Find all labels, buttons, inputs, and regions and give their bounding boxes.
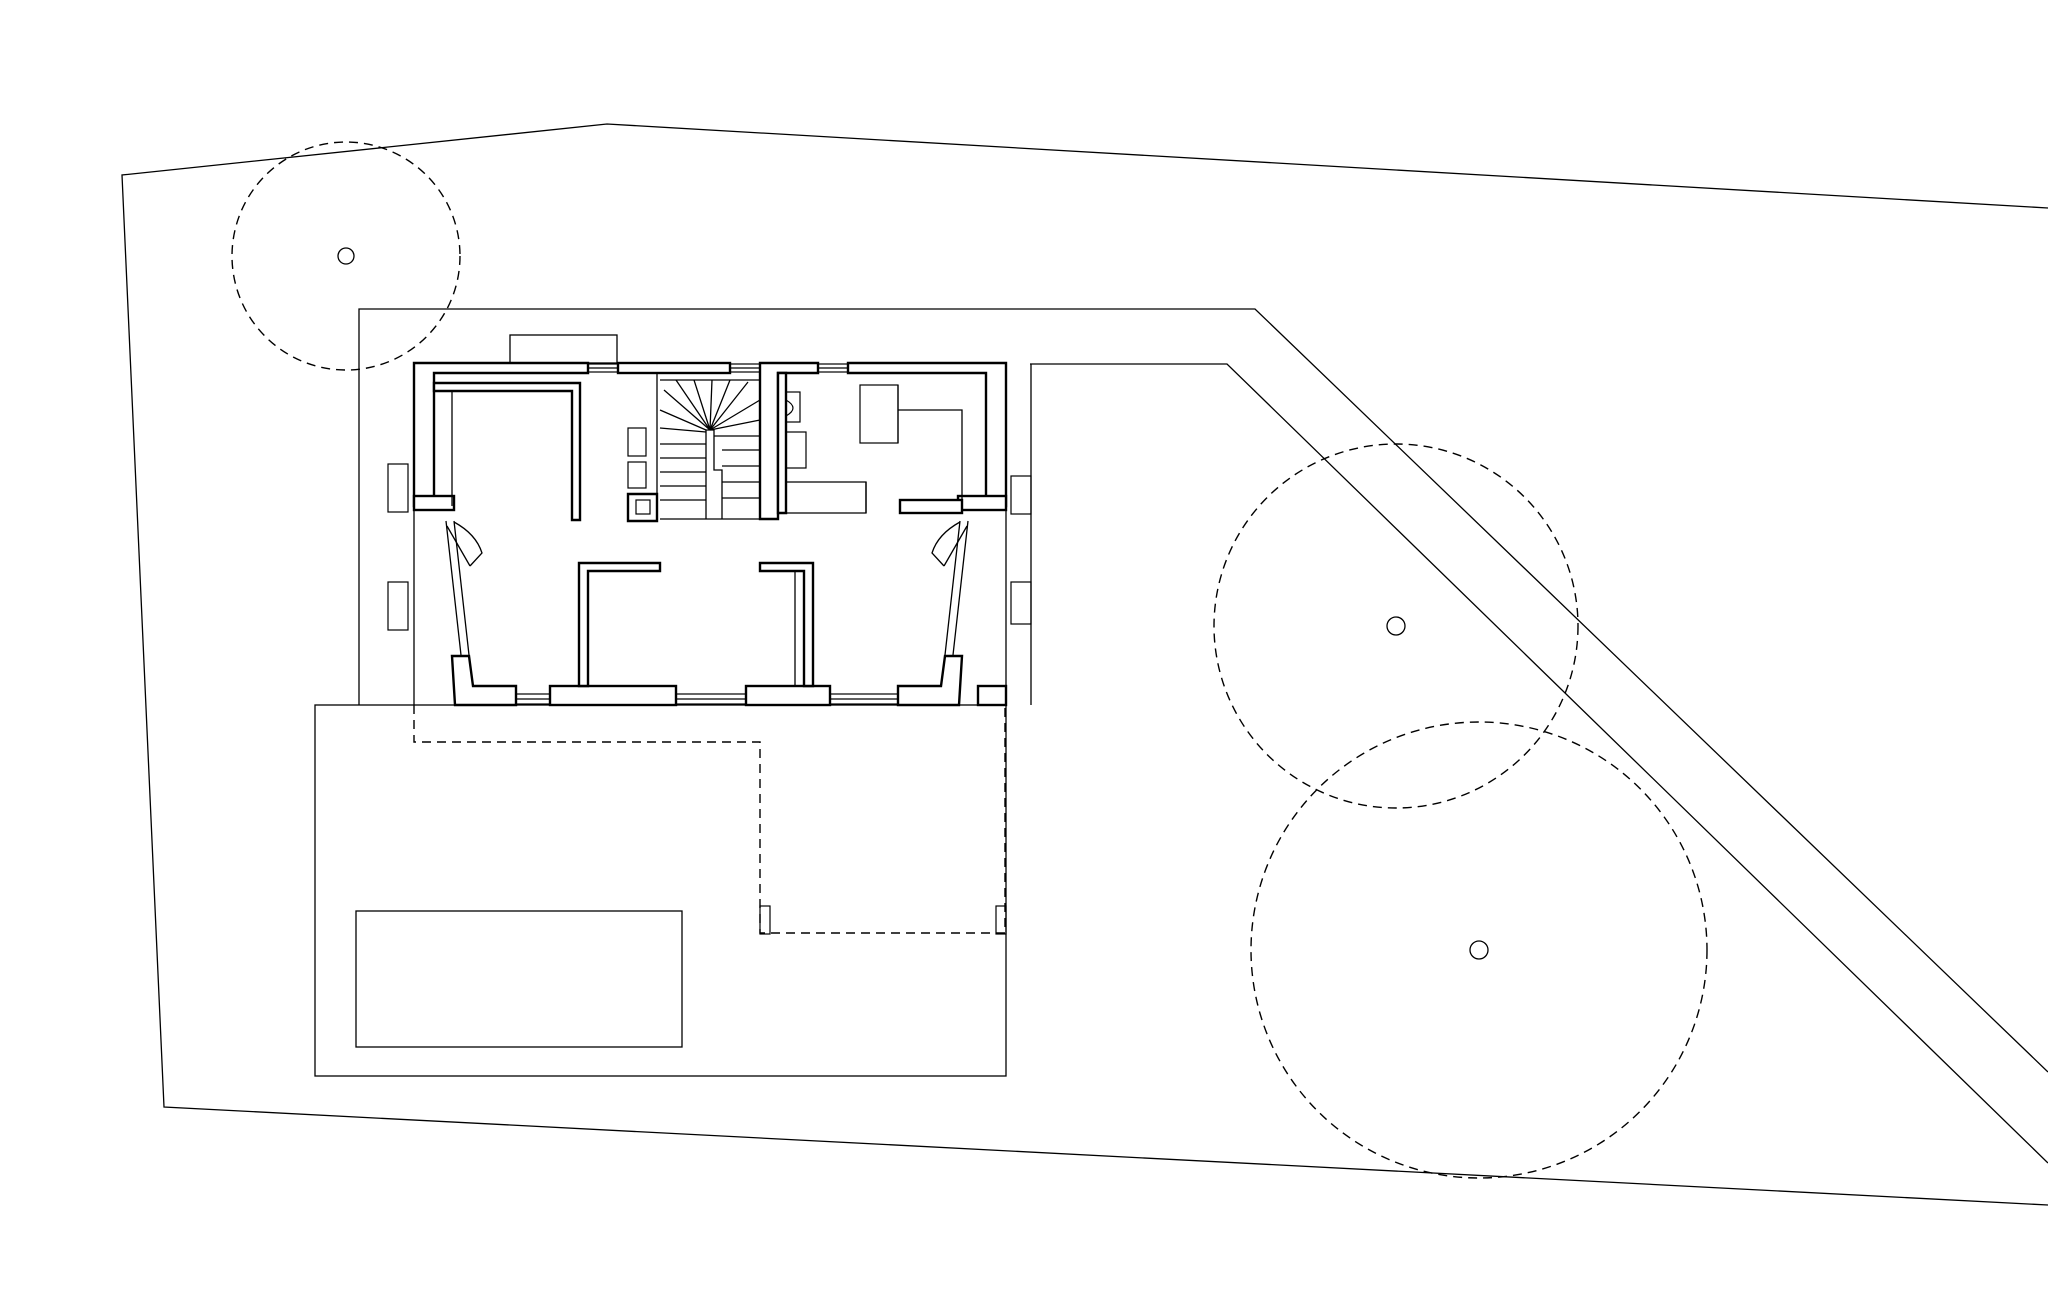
living-wall-east <box>758 561 815 688</box>
tree-canopy <box>231 141 461 371</box>
bedroom-west-partition <box>432 381 582 522</box>
staircase <box>659 379 761 520</box>
living-wall-west <box>577 561 662 688</box>
south-wall-1 <box>548 684 678 707</box>
west-slanted-wall <box>445 520 470 656</box>
east-bath-partition <box>786 481 867 514</box>
tree-trunk <box>1386 616 1406 636</box>
west-wall-lower <box>412 494 456 512</box>
bathroom-shaft <box>626 492 659 523</box>
north-wall-mid-1 <box>616 361 732 375</box>
stair-winder <box>709 381 749 431</box>
south-east-corner <box>896 654 964 707</box>
stair-winder <box>709 379 713 431</box>
tree-trunk <box>337 247 355 265</box>
door-west-swing <box>453 521 483 567</box>
stair-winder <box>693 379 711 431</box>
bathroom-fixture-1 <box>627 427 647 457</box>
tree-canopy <box>1213 443 1579 809</box>
door-west-leaf <box>446 525 471 567</box>
swimming-pool <box>355 910 683 1048</box>
stair-winder <box>709 419 761 431</box>
stair-winder <box>675 379 711 431</box>
tree-canopy <box>1250 721 1708 1179</box>
bathroom-fixture-2 <box>627 461 647 489</box>
roof-light <box>509 334 618 364</box>
bathroom-shaft-inner <box>635 499 651 515</box>
tree-northwest <box>231 141 461 371</box>
window-west-1 <box>387 463 409 513</box>
south-west-corner <box>450 654 518 707</box>
tree-east <box>1213 443 1579 809</box>
south-wall-2 <box>744 684 832 707</box>
wardrobe-east <box>859 384 899 444</box>
window-west-2 <box>387 581 409 631</box>
tree-southeast <box>1250 721 1708 1179</box>
east-bath-basin <box>785 399 794 417</box>
stair-winder <box>663 389 711 431</box>
door-east-swing <box>931 521 961 567</box>
stair-winder <box>709 379 731 431</box>
terrace <box>314 704 1007 1077</box>
stair-winder <box>659 409 707 431</box>
column-left <box>759 905 771 935</box>
south-wall-east-stub <box>976 684 1008 707</box>
property-boundary <box>121 123 2048 1206</box>
roof-overhang-outline <box>413 705 1006 934</box>
east-slanted-wall <box>944 520 969 656</box>
north-wall-east <box>758 361 820 521</box>
east-bath-toilet <box>785 391 801 423</box>
door-east-leaf <box>943 525 968 567</box>
east-wall-lower <box>956 494 1008 512</box>
east-bedroom-corner <box>898 498 964 515</box>
east-bath-tub <box>785 431 807 469</box>
window-east-1 <box>1010 475 1032 515</box>
window-east-2 <box>1010 581 1032 625</box>
stair-winder <box>709 399 761 431</box>
driveway-outer-edge <box>358 308 2048 1073</box>
east-bedroom-wall <box>898 409 963 500</box>
east-bath-wall <box>776 371 788 515</box>
column-right <box>995 905 1007 935</box>
tree-trunk <box>1469 940 1489 960</box>
driveway-inner-edge <box>1030 363 2048 1164</box>
stair-winder <box>659 427 707 433</box>
house-floor-plan <box>387 334 1032 707</box>
